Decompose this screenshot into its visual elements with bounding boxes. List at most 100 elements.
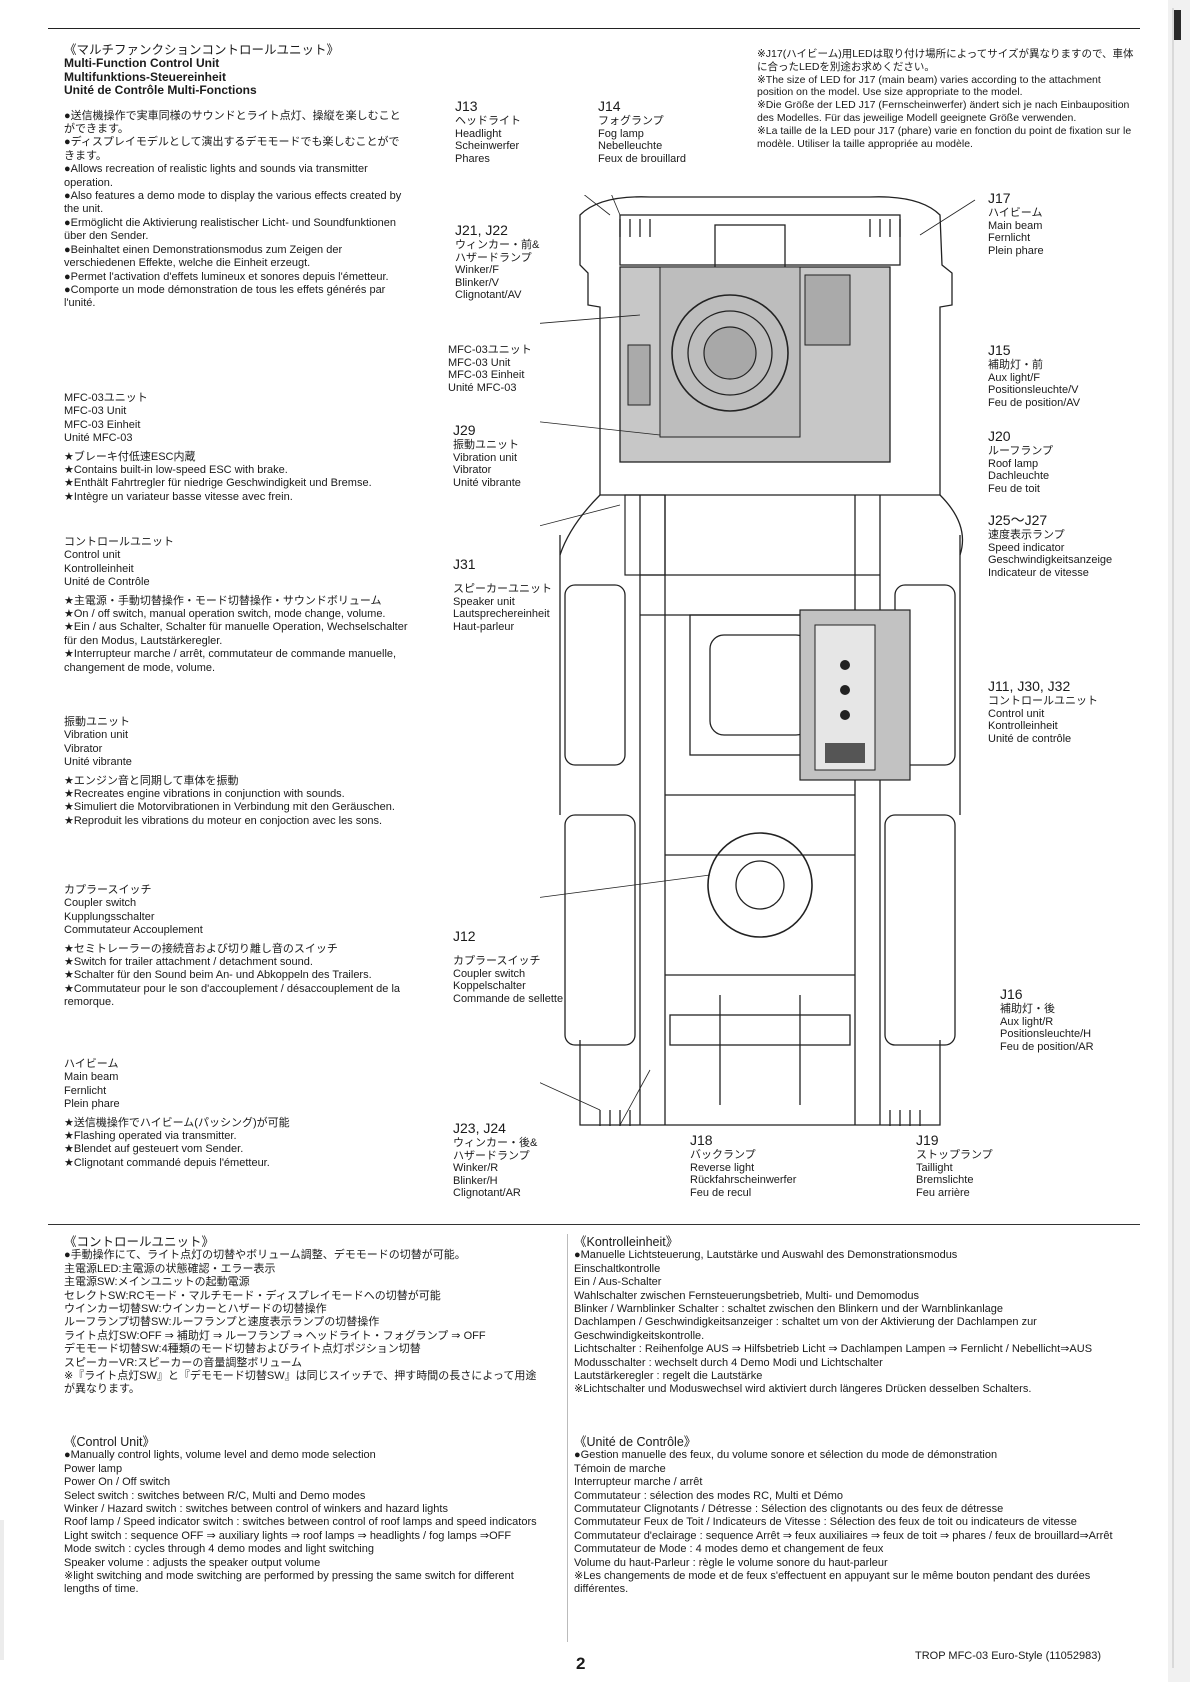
label-line: Koppelschalter xyxy=(453,980,526,993)
label-line: Unité vibrante xyxy=(453,476,521,489)
block-name-de: Kupplungsschalter xyxy=(64,910,155,923)
label-line: コントロールユニット xyxy=(988,695,1098,707)
label-line: フォグランプ xyxy=(598,115,664,127)
label-code: J25〜J27 xyxy=(988,512,1048,528)
label-mfc03-unit: MFC-03ユニット MFC-03 Unit MFC-03 Einheit Un… xyxy=(448,344,532,394)
block-name-fr: Plein phare xyxy=(64,1098,120,1111)
label-line: Lautsprechereinheit xyxy=(453,608,550,621)
section-line: スピーカーVR:スピーカーの音量調整ボリューム xyxy=(64,1356,303,1369)
section-line: Speaker volume : adjusts the speaker out… xyxy=(64,1556,321,1569)
block-note: ★Clignotant commandé depuis l'émetteur. xyxy=(64,1156,270,1169)
block-note: ★Recreates engine vibrations in conjunct… xyxy=(64,788,345,801)
label-code: J20 xyxy=(988,428,1011,444)
label-line: Aux light/R xyxy=(1000,1015,1054,1028)
block-name-de: MFC-03 Einheit xyxy=(64,418,141,431)
label-j25-j27: J25〜J27 速度表示ランプ Speed indicator Geschwin… xyxy=(988,512,1112,579)
intro-line: ●送信機操作で実車同様のサウンドとライト点灯、操縦を楽しむことができます。 xyxy=(64,109,401,136)
leader-j12 xyxy=(540,874,711,898)
section-line: ●Manuelle Lichtsteuerung, Lautstärke und… xyxy=(574,1249,958,1262)
label-line: MFC-03ユニット xyxy=(448,344,532,356)
block-note: ★Enthält Fahrtregler für niedrige Geschw… xyxy=(64,477,372,490)
page-number: 2 xyxy=(576,1654,586,1673)
block-note: ★Reproduit les vibrations du moteur en c… xyxy=(64,814,383,827)
section-line: ●Gestion manuelle des feux, du volume so… xyxy=(574,1449,998,1462)
label-j16: J16 補助灯・後 Aux light/R Positionsleuchte/H… xyxy=(1000,986,1094,1053)
label-line: カプラースイッチ xyxy=(453,955,541,967)
label-line: Blinker/H xyxy=(453,1174,498,1187)
label-line: Winker/F xyxy=(455,264,499,277)
led-note-line: ※La taille de la LED pour J17 (phare) va… xyxy=(757,124,1132,150)
label-code: J29 xyxy=(453,422,476,438)
led-note-line: ※Die Größe der LED J17 (Fernscheinwerfer… xyxy=(757,99,1130,124)
block-name-en: Vibration unit xyxy=(64,729,129,742)
section-line: Power On / Off switch xyxy=(64,1476,171,1489)
label-line: Scheinwerfer xyxy=(455,140,520,153)
speaker-shape xyxy=(624,494,666,576)
label-line: ハザードランプ xyxy=(453,1149,530,1162)
label-line: 補助灯・後 xyxy=(1000,1003,1055,1015)
section-line: ※Les changements de mode et de feux s'ef… xyxy=(574,1570,1091,1596)
intro-title-ja: 《マルチファンクションコントロールユニット》 xyxy=(64,43,340,57)
section-line: Select switch : switches between R/C, Mu… xyxy=(64,1489,366,1502)
intro-line: ●Comporte un mode démonstration de tous … xyxy=(64,283,386,310)
intro-title-de: Multifunktions-Steuereinheit xyxy=(64,69,226,84)
label-line: Plein phare xyxy=(988,244,1044,257)
section-line: Commutateur Clignotants / Détresse : Sél… xyxy=(574,1503,1004,1516)
section-line: ※Lichtschalter und Moduswechsel wird akt… xyxy=(574,1383,1032,1396)
label-line: Phares xyxy=(455,152,490,165)
leader-mfc xyxy=(540,314,641,324)
intro-line: ●Also features a demo mode to display th… xyxy=(64,190,402,216)
block-name-ja: コントロールユニット xyxy=(64,536,174,548)
label-line: Vibration unit xyxy=(453,451,518,464)
label-line: Clignotant/AR xyxy=(453,1187,521,1200)
section-line: ●手動操作にて、ライト点灯の切替やボリューム調整、デモモードの切替が可能。 xyxy=(64,1249,466,1262)
label-line: バックランプ xyxy=(690,1149,756,1161)
led-note-line: ※J17(ハイビーム)用LEDは取り付け場所によってサイズが異なりますので、車体… xyxy=(757,48,1134,73)
intro-line: ●Allows recreation of realistic lights a… xyxy=(64,163,368,189)
block-name-en: Main beam xyxy=(64,1071,119,1084)
component-block-control: コントロールユニット Control unit Kontrolleinheit … xyxy=(64,536,409,675)
intro-section: 《マルチファンクションコントロールユニット》 Multi-Function Co… xyxy=(64,43,409,311)
label-j15: J15 補助灯・前 Aux light/F Positionsleuchte/V… xyxy=(988,342,1080,409)
leader-j23 xyxy=(540,1082,601,1111)
label-code: J14 xyxy=(598,98,621,114)
section-line: Einschaltkontrolle xyxy=(574,1262,661,1275)
leader-j31 xyxy=(540,504,621,527)
label-line: Fog lamp xyxy=(598,127,644,140)
scan-edge-left xyxy=(0,1520,4,1660)
block-note: ★Ein / aus Schalter, Schalter für manuel… xyxy=(64,621,408,647)
label-line: ヘッドライト xyxy=(455,115,521,127)
section-title: 《コントロールユニット》 xyxy=(64,1235,215,1249)
block-note: ★Simuliert die Motorvibrationen in Verbi… xyxy=(64,801,395,814)
block-name-de: Kontrolleinheit xyxy=(64,562,134,575)
intro-title-en: Multi-Function Control Unit xyxy=(64,56,220,71)
section-title: 《Kontrolleinheit》 xyxy=(574,1235,679,1249)
section-line: ※light switching and mode switching are … xyxy=(64,1570,514,1596)
component-block-mainbeam: ハイビーム Main beam Fernlicht Plein phare ★送… xyxy=(64,1058,409,1170)
label-line: スピーカーユニット xyxy=(453,583,552,595)
label-line: 補助灯・前 xyxy=(988,359,1043,371)
intro-line: ●ディスプレイモデルとして演出するデモモードでも楽しむことができます。 xyxy=(64,136,400,162)
leader-j17 xyxy=(919,199,976,236)
column-divider xyxy=(567,1234,568,1642)
block-name-ja: ハイビーム xyxy=(64,1058,119,1070)
leader-j13 xyxy=(583,195,611,216)
vibration-motor-shape xyxy=(671,294,789,412)
led-note-line: ※The size of LED for J17 (main beam) var… xyxy=(757,73,1101,99)
label-line: MFC-03 Unit xyxy=(448,356,511,369)
block-name-fr: Commutateur Accouplement xyxy=(64,924,203,937)
block-name-en: MFC-03 Unit xyxy=(64,405,127,418)
label-line: ハイビーム xyxy=(988,207,1043,219)
top-rule xyxy=(48,28,1140,29)
block-note: ★Commutateur pour le son d'accouplement … xyxy=(64,982,401,1009)
label-line: Clignotant/AV xyxy=(455,289,522,302)
section-line: Roof lamp / Speed indicator switch : swi… xyxy=(64,1516,537,1529)
block-note: ★Flashing operated via transmitter. xyxy=(64,1130,237,1143)
control-unit-ja: 《コントロールユニット》 ●手動操作にて、ライト点灯の切替やボリューム調整、デモ… xyxy=(64,1235,547,1397)
label-line: Speed indicator xyxy=(988,541,1065,554)
label-code: J11, J30, J32 xyxy=(988,678,1071,694)
section-line: Commutateur de Mode : 4 modes demo et ch… xyxy=(574,1543,884,1556)
label-line: Indicateur de vitesse xyxy=(988,566,1089,579)
component-block-vibration: 振動ユニット Vibration unit Vibrator Unité vib… xyxy=(64,716,409,828)
label-line: Geschwindigkeitsanzeige xyxy=(988,554,1113,567)
